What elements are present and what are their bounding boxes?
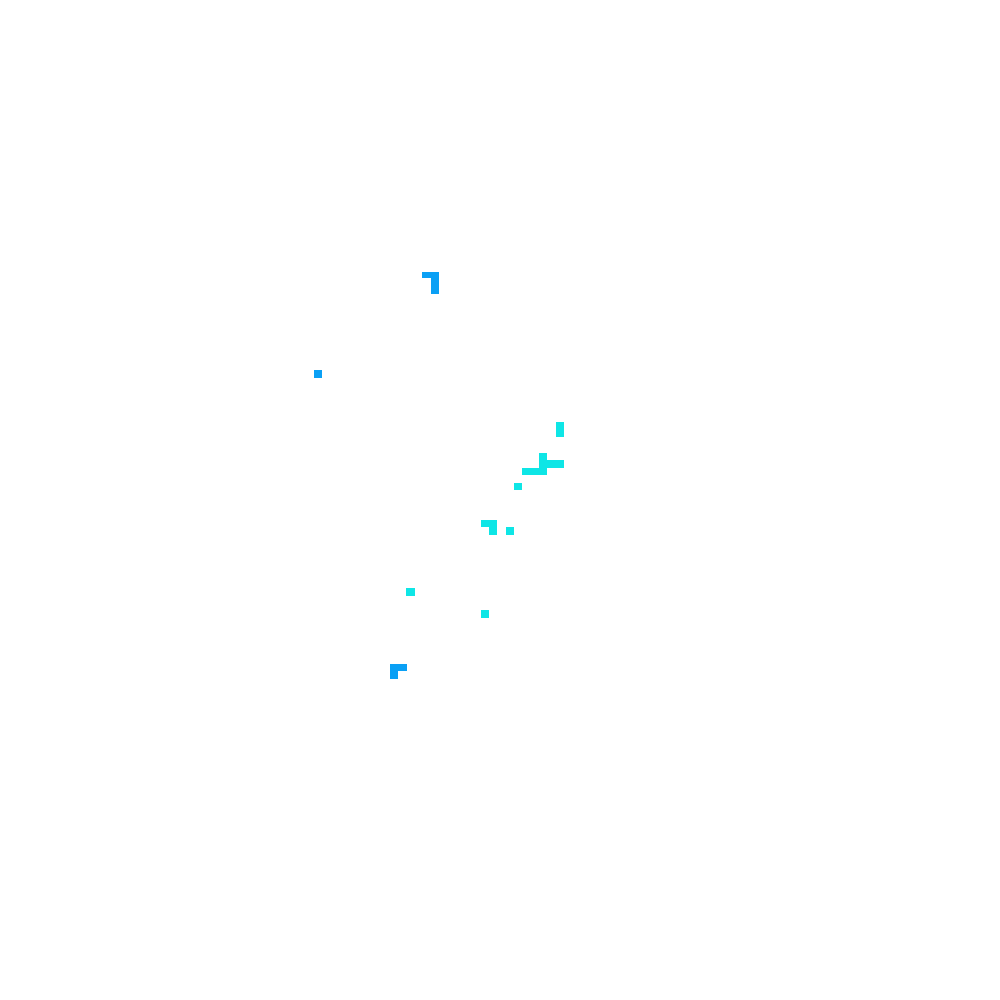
- pixel-cluster-cyan-dot-d: [481, 610, 489, 618]
- pixel-block: [390, 664, 407, 671]
- pixel-block: [481, 610, 489, 618]
- pixel-cluster-blue-hook-bottom: [390, 664, 407, 679]
- pixel-cluster-blue-dot: [314, 370, 322, 378]
- pixel-cluster-cyan-dot-c: [406, 588, 415, 596]
- pixel-cluster-cyan-bar-upper: [556, 422, 564, 437]
- pixel-block: [506, 527, 514, 535]
- pixel-cluster-blue-hook-top: [422, 272, 439, 294]
- pixel-block: [390, 664, 398, 679]
- pixel-block: [522, 468, 547, 475]
- pixel-block: [514, 483, 522, 490]
- pixel-cluster-cyan-dot-a: [514, 483, 522, 490]
- pixel-block: [314, 370, 322, 378]
- pixel-cluster-cyan-hook: [481, 520, 497, 535]
- pixel-cluster-cyan-dot-b: [506, 527, 514, 535]
- pixel-block: [422, 272, 439, 278]
- pixel-block: [431, 272, 439, 294]
- pixel-block: [556, 422, 564, 437]
- pixel-block: [489, 520, 497, 535]
- pixel-block: [539, 460, 564, 468]
- pixel-cluster-cyan-cross: [522, 453, 564, 475]
- pixel-block: [406, 588, 415, 596]
